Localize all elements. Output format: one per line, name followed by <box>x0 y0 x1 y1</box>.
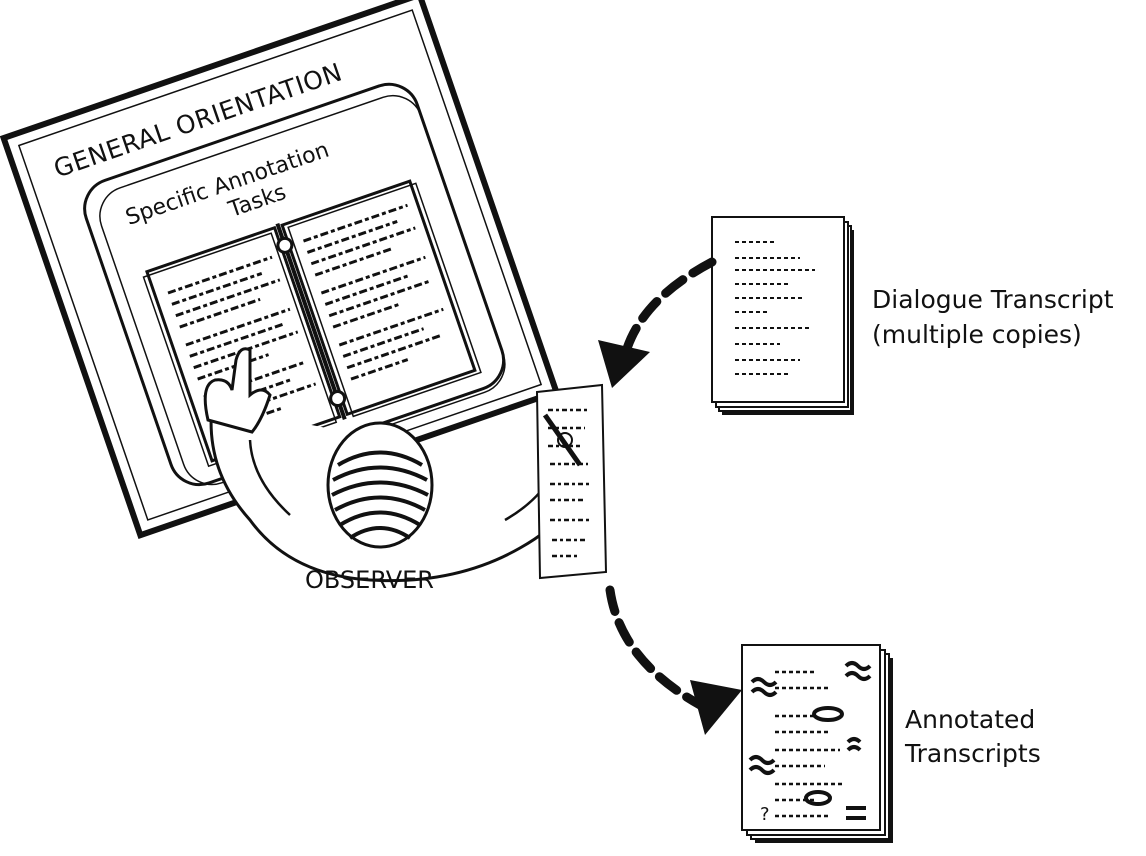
annotated-transcripts-label-line2: Transcripts <box>904 739 1041 768</box>
annotated-transcripts-stack: ? Annotated Transcripts <box>741 644 1041 843</box>
annotation-marks-icon <box>748 661 872 820</box>
specific-tasks-panel: Specific Annotation Tasks <box>83 82 506 487</box>
observer-label: OBSERVER <box>305 566 434 594</box>
arrow-to-observer <box>598 257 717 388</box>
annotated-transcripts-label-line1: Annotated <box>905 705 1035 734</box>
general-orientation-frame: GENERAL ORIENTATION Specific Annotation … <box>0 0 561 539</box>
observer-figure: OBSERVER <box>203 347 587 594</box>
dialogue-transcript-stack: Dialogue Transcript (multiple copies) <box>711 216 1114 415</box>
working-transcript-sheet <box>535 383 608 580</box>
arrow-to-annotated <box>605 585 742 735</box>
dialogue-transcript-label-line1: Dialogue Transcript <box>872 285 1114 314</box>
question-mark-glyph: ? <box>760 804 770 825</box>
pen-icon <box>542 413 583 467</box>
dialogue-transcript-label-line2: (multiple copies) <box>872 320 1082 349</box>
